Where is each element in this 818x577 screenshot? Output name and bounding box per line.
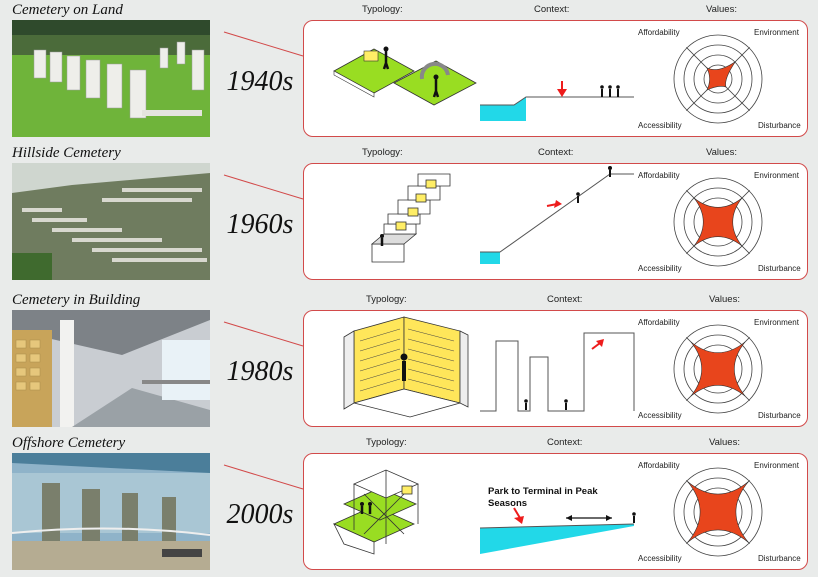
radar-ring bbox=[693, 54, 743, 104]
row-panel: Typology: Context: Values: Affordability… bbox=[303, 294, 808, 427]
offshore-cemetery-photo bbox=[12, 453, 210, 570]
decade-label: 1940s bbox=[226, 66, 294, 97]
values-label: Values: bbox=[709, 294, 740, 305]
decade-label: 1960s bbox=[226, 209, 294, 240]
cemetery-on-land-photo bbox=[12, 20, 210, 137]
radar-value-shape bbox=[687, 481, 749, 543]
cemetery-in-building-photo bbox=[12, 310, 210, 427]
radar-value-shape bbox=[694, 198, 742, 246]
disturbance-label: Disturbance bbox=[758, 554, 801, 563]
typology-label: Typology: bbox=[366, 437, 407, 448]
row-title: Cemetery on Land bbox=[12, 2, 123, 18]
radar-ring bbox=[683, 334, 753, 404]
radar-ring bbox=[683, 187, 753, 257]
row-illustration bbox=[370, 166, 763, 267]
disturbance-label: Disturbance bbox=[758, 121, 801, 130]
hillside-cemetery-photo bbox=[12, 163, 210, 280]
values-label: Values: bbox=[706, 4, 737, 15]
environment-label: Environment bbox=[754, 28, 799, 37]
accessibility-label: Accessibility bbox=[638, 121, 682, 130]
radar-ring bbox=[673, 324, 763, 414]
row-panel: Typology: Context: Values: Affordability… bbox=[303, 437, 808, 570]
row-hillside-cemetery: Hillside Cemetery 1960s bbox=[0, 143, 818, 286]
accessibility-label: Accessibility bbox=[638, 264, 682, 273]
context-label: Context: bbox=[534, 4, 570, 15]
affordability-label: Affordability bbox=[638, 28, 680, 37]
radar-ring bbox=[693, 487, 743, 537]
decade-label: 2000s bbox=[226, 499, 294, 530]
radar-ring bbox=[673, 34, 763, 124]
environment-label: Environment bbox=[754, 171, 799, 180]
peak-season-note: Park to Terminal in Peak Seasons bbox=[488, 486, 598, 509]
row-title: Offshore Cemetery bbox=[12, 435, 126, 451]
radar-ring bbox=[683, 44, 753, 114]
row-panel: Typology: Context: Values: Affordability… bbox=[303, 147, 808, 280]
context-label: Context: bbox=[547, 294, 583, 305]
disturbance-label: Disturbance bbox=[758, 264, 801, 273]
disturbance-label: Disturbance bbox=[758, 411, 801, 420]
affordability-label: Affordability bbox=[638, 171, 680, 180]
typology-label: Typology: bbox=[362, 4, 403, 15]
decade-label: 1980s bbox=[226, 356, 294, 387]
radar-ring bbox=[673, 467, 763, 557]
row-title: Cemetery in Building bbox=[12, 292, 141, 308]
values-label: Values: bbox=[706, 147, 737, 158]
values-label: Values: bbox=[709, 437, 740, 448]
radar-ring bbox=[703, 64, 733, 94]
row-title: Hillside Cemetery bbox=[12, 145, 121, 161]
radar-value-shape bbox=[706, 61, 736, 91]
typology-label: Typology: bbox=[362, 147, 403, 158]
row-illustration bbox=[333, 34, 763, 124]
connector-line bbox=[223, 31, 304, 57]
radar-ring bbox=[693, 344, 743, 394]
row-illustration bbox=[343, 316, 763, 418]
radar-ring bbox=[693, 197, 743, 247]
connector-line bbox=[223, 174, 304, 200]
typology-label: Typology: bbox=[366, 294, 407, 305]
row-panel: Typology: Context: Values: Affordability… bbox=[303, 4, 808, 137]
connector-line bbox=[223, 321, 304, 347]
accessibility-label: Accessibility bbox=[638, 554, 682, 563]
radar-value-shape bbox=[690, 341, 746, 397]
environment-label: Environment bbox=[754, 318, 799, 327]
radar-ring bbox=[673, 177, 763, 267]
row-offshore-cemetery: Offshore Cemetery 2000s bbox=[0, 433, 818, 576]
affordability-label: Affordability bbox=[638, 318, 680, 327]
row-cemetery-on-land: Cemetery on Land 1940s bbox=[0, 0, 818, 143]
affordability-label: Affordability bbox=[638, 461, 680, 470]
context-label: Context: bbox=[538, 147, 574, 158]
environment-label: Environment bbox=[754, 461, 799, 470]
accessibility-label: Accessibility bbox=[638, 411, 682, 420]
radar-ring bbox=[683, 477, 753, 547]
row-illustration bbox=[333, 467, 763, 557]
row-cemetery-in-building: Cemetery in Building 1980s bbox=[0, 290, 818, 433]
context-label: Context: bbox=[547, 437, 583, 448]
connector-line bbox=[223, 464, 304, 490]
